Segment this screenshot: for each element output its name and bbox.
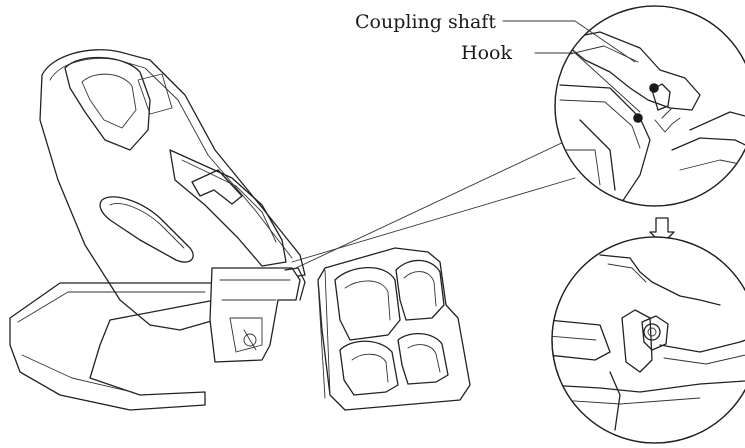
callout-coupling-shaft: Coupling shaft [355, 11, 636, 63]
magnifier-leader-lines [291, 139, 576, 269]
detail-view-after [551, 236, 745, 444]
callout-hook: Hook [461, 42, 641, 113]
label-coupling-shaft: Coupling shaft [355, 11, 496, 33]
detail-view-before [554, 5, 745, 207]
massage-chair [9, 49, 306, 411]
label-hook: Hook [461, 42, 512, 64]
footrest-unit [317, 247, 471, 411]
